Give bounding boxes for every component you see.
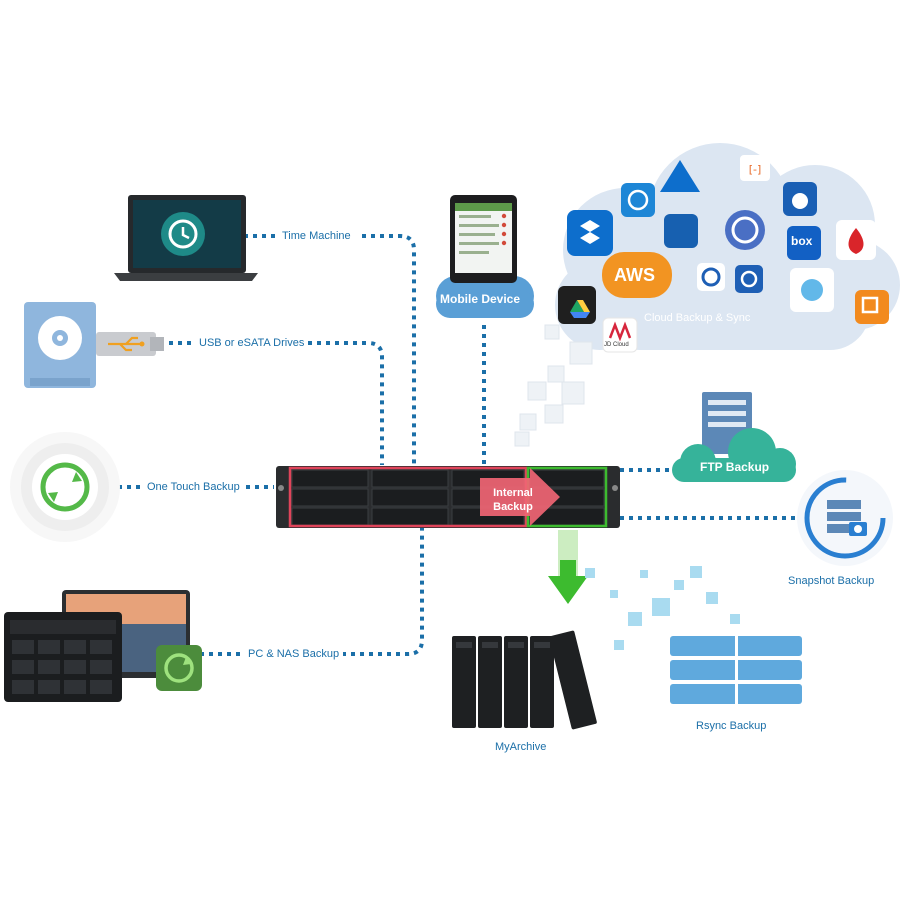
mobile-phone-icon bbox=[450, 195, 517, 283]
pc-nas-label: PC & NAS Backup bbox=[244, 647, 344, 661]
data-cubes bbox=[514, 324, 593, 447]
green-down-arrow bbox=[548, 530, 588, 604]
internal-backup-line1: Internal bbox=[493, 487, 533, 499]
central-nas-rack bbox=[276, 466, 620, 528]
external-drive-icon bbox=[24, 302, 96, 388]
snapshot-backup-icon bbox=[797, 470, 893, 566]
cloud-backup-label: Cloud Backup & Sync bbox=[644, 312, 751, 324]
laptop-time-machine-icon bbox=[114, 195, 258, 281]
internal-backup-line2: Backup bbox=[493, 501, 533, 513]
connector-usb-right bbox=[308, 341, 384, 465]
jd-cloud-logo-text: JD Cloud bbox=[604, 342, 629, 348]
myarchive-label: MyArchive bbox=[491, 740, 551, 754]
connector-time-machine-right bbox=[362, 234, 416, 465]
usb-esata-label: USB or eSATA Drives bbox=[195, 336, 309, 350]
pc-nas-devices-icon bbox=[4, 590, 202, 702]
internal-backup-label: Internal Backup bbox=[490, 486, 536, 514]
ftp-server-icon bbox=[672, 392, 796, 482]
connector-lines bbox=[118, 234, 796, 656]
ftp-backup-label: FTP Backup bbox=[700, 460, 770, 474]
connector-pc-nas-right bbox=[342, 528, 424, 656]
mobile-device-label: Mobile Device bbox=[440, 292, 521, 306]
one-touch-label: One Touch Backup bbox=[143, 480, 244, 494]
aws-logo-text: AWS bbox=[614, 265, 656, 285]
cloud-service-tiles: [-] bbox=[558, 155, 889, 353]
usb-stick-icon bbox=[96, 332, 164, 356]
box-logo-text: box bbox=[791, 234, 813, 248]
rsync-label: Rsync Backup bbox=[692, 719, 771, 733]
svg-text:[-]: [-] bbox=[749, 163, 762, 176]
rsync-data-particles bbox=[585, 566, 740, 650]
time-machine-label: Time Machine bbox=[278, 229, 355, 243]
snapshot-label: Snapshot Backup bbox=[784, 574, 879, 588]
rsync-server-icon bbox=[670, 636, 802, 704]
one-touch-backup-icon bbox=[10, 432, 120, 542]
myarchive-drives-icon bbox=[452, 630, 597, 730]
